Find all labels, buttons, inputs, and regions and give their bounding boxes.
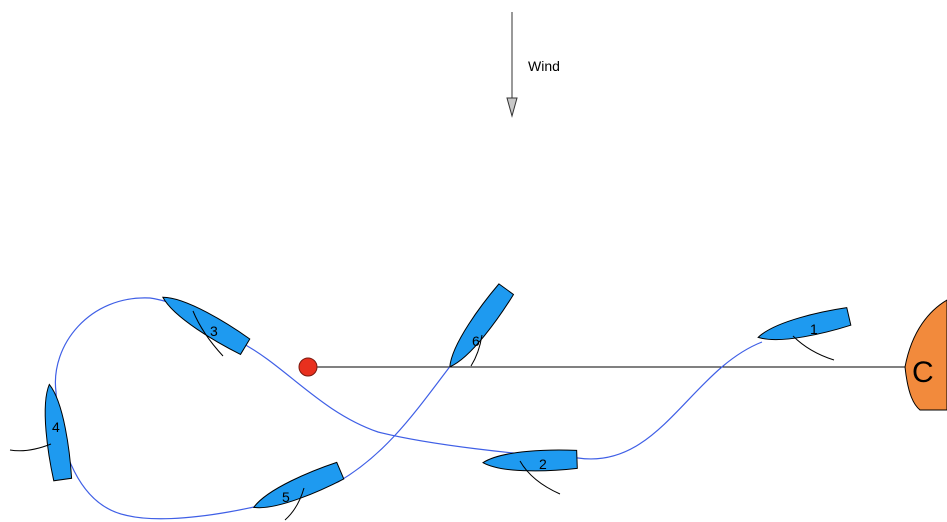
boat-label: 2 xyxy=(539,456,547,472)
committee-boat: C xyxy=(904,299,947,411)
boat-hull xyxy=(757,307,852,341)
boat-label: 1 xyxy=(810,321,818,337)
boat xyxy=(162,296,251,356)
boat-sail xyxy=(284,487,305,521)
wind-label: Wind xyxy=(528,58,560,74)
wind-arrow-head xyxy=(506,97,518,118)
boat xyxy=(252,461,345,509)
boat-sail xyxy=(792,335,835,361)
boat-sail xyxy=(519,460,561,495)
boat-sail xyxy=(470,334,483,367)
boat-label: 5 xyxy=(282,489,290,505)
pin-mark xyxy=(298,357,318,377)
committee-boat-label: C xyxy=(912,356,934,389)
boat xyxy=(482,449,578,472)
boat-label: 3 xyxy=(210,323,218,339)
boat-hull xyxy=(449,283,515,368)
boat xyxy=(757,307,852,341)
boat xyxy=(449,283,515,368)
wind-indicator: Wind xyxy=(506,12,560,118)
committee-boat-hull xyxy=(904,299,947,411)
boat-label: 4 xyxy=(52,419,60,435)
boat-sail xyxy=(9,443,52,452)
boat-hull xyxy=(482,449,578,472)
boat-label: 6 xyxy=(472,333,480,349)
boat-hull xyxy=(44,383,73,482)
boat-sail xyxy=(192,310,224,357)
sailing-track xyxy=(54,297,763,520)
boat xyxy=(44,383,73,482)
boat-hull xyxy=(252,461,345,509)
boat-hull xyxy=(162,296,251,356)
